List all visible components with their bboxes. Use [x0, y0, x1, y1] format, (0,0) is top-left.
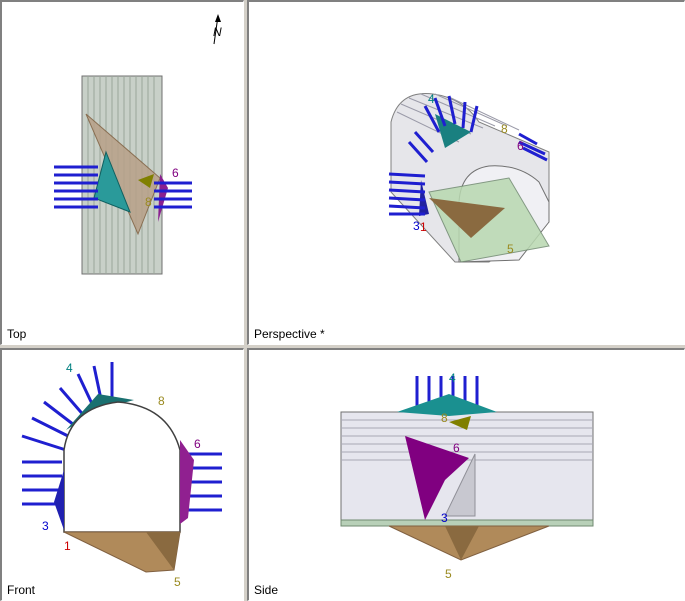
tunnel-profile: [63, 401, 181, 533]
wedge-5-front-shade: [146, 532, 180, 570]
viewport-top[interactable]: N 6 8 Top: [0, 0, 244, 345]
front-view-canvas: 4 8 6 3 1 5: [21, 361, 222, 589]
wedge-5-side-shade: [445, 526, 479, 560]
wedge-grey-side: [444, 453, 476, 517]
label-5-side: 5: [445, 567, 452, 581]
label-3-front: 3: [42, 519, 49, 533]
label-3-side: 3: [441, 511, 448, 525]
label-8-perspective: 8: [501, 122, 508, 136]
label-8-front: 8: [158, 394, 165, 408]
side-view-canvas: 4 8 6 3 5: [340, 371, 594, 581]
label-6-side: 6: [453, 441, 460, 455]
north-arrow-icon: N: [213, 14, 222, 45]
top-view-canvas: N 6 8: [54, 14, 222, 275]
wedge-4-side: [397, 394, 497, 416]
perspective-hatching: [396, 93, 520, 143]
label-4-perspective: 4: [428, 92, 435, 106]
label-4-front: 4: [66, 361, 73, 375]
wedge-8-top: [138, 174, 154, 188]
label-8-side: 8: [441, 411, 448, 425]
north-label: N: [213, 25, 222, 39]
label-5-front: 5: [174, 575, 181, 589]
viewport-label-side: Side: [254, 583, 279, 597]
wedge-6-front: [180, 440, 194, 524]
viewport-label-perspective: Perspective *: [254, 327, 325, 341]
label-6-top: 6: [172, 166, 179, 180]
bolts-top-perspective: [407, 95, 479, 164]
viewport-side[interactable]: 4 8 6 3 5 Side: [247, 348, 685, 601]
wedge-3-front: [54, 470, 64, 530]
bolts-right-top: [154, 181, 192, 209]
viewport-label-front: Front: [7, 583, 36, 597]
label-6-front: 6: [194, 437, 201, 451]
wedge-4-top: [93, 150, 131, 213]
label-4-side: 4: [449, 371, 456, 385]
label-3-perspective: 3: [413, 219, 420, 233]
bolts-right-perspective: [518, 132, 548, 162]
viewport-perspective[interactable]: 4 8 6 3 1 5 Perspective *: [247, 0, 685, 345]
bolts-left-top: [54, 165, 98, 209]
viewport-front[interactable]: 4 8 6 3 1 5 Front: [0, 348, 244, 601]
label-5-perspective: 5: [507, 242, 514, 256]
wedge-brown-perspective: [429, 198, 505, 238]
bolts-left-perspective: [388, 172, 426, 216]
label-6-perspective: 6: [517, 139, 524, 153]
label-8-top: 8: [145, 195, 152, 209]
tunnel-floor-side: [340, 519, 594, 527]
perspective-view-canvas: 4 8 6 3 1 5: [388, 92, 550, 263]
viewport-label-top: Top: [7, 327, 27, 341]
wedge-8-side: [449, 416, 471, 430]
wedge-6-side: [405, 436, 469, 520]
label-1-perspective: 1: [420, 220, 427, 234]
label-1-front: 1: [64, 539, 71, 553]
